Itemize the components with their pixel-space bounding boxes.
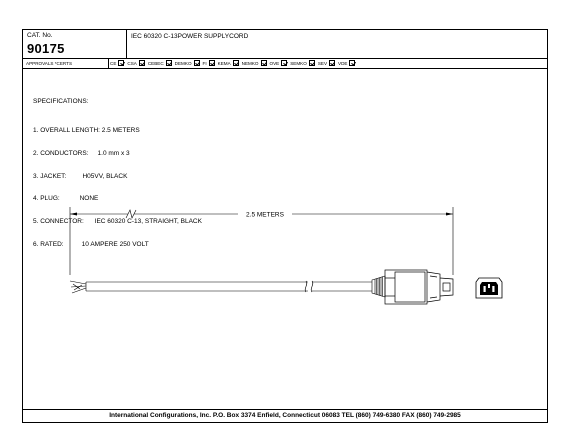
approval-checkbox[interactable] — [118, 60, 125, 66]
approval-checkbox[interactable] — [193, 60, 200, 66]
catalog-number: 90175 — [27, 41, 65, 56]
approval-vde: VDE — [338, 60, 356, 66]
company-footer: International Configurations, Inc. P.O. … — [23, 409, 547, 422]
approval-label: DEMKO — [174, 60, 192, 66]
dimension-line — [70, 209, 453, 219]
approval-nemko: NEMKO — [242, 60, 267, 66]
spec-line: 1. OVERALL LENGTH: 2.5 METERS — [33, 126, 140, 134]
catalog-cell: CAT. No. 90175 — [23, 30, 127, 58]
approval-checkbox[interactable] — [208, 60, 215, 66]
spec-line: 2. CONDUCTORS: 1.0 mm x 3 — [33, 149, 130, 157]
approval-label: SEMKO — [290, 60, 307, 66]
approval-cebec: CEBEC — [148, 60, 172, 66]
approval-label: SEV — [317, 60, 328, 66]
approval-ce: CE — [110, 60, 125, 66]
approval-checkbox[interactable] — [165, 60, 172, 66]
header-row: CAT. No. 90175 IEC 60320 C-13POWER SUPPL… — [23, 30, 547, 59]
c13-connector-front-view — [475, 277, 503, 299]
c13-connector-side-view — [384, 269, 454, 305]
approvals-label: APPROVALS *CERTS — [26, 60, 73, 66]
spec-sheet: CAT. No. 90175 IEC 60320 C-13POWER SUPPL… — [22, 29, 548, 423]
approval-kema: KEMA — [218, 60, 239, 66]
spec-line: 4. PLUG: NONE — [33, 195, 99, 203]
approval-label: CEBEC — [147, 60, 164, 66]
product-description: IEC 60320 C-13POWER SUPPLYCORD — [131, 33, 249, 40]
approval-label: CE — [110, 60, 117, 66]
approvals-divider — [108, 59, 109, 68]
approvals-row: APPROVALS *CERTS CE CSA CEBEC DEMKO FI KEMA NE… — [23, 59, 547, 69]
approval-label: FI — [202, 60, 207, 66]
approval-label: KEMA — [217, 60, 231, 66]
approval-checkbox[interactable] — [308, 60, 315, 66]
specifications: SPECIFICATIONS: 1. OVERALL LENGTH: 2.5 M… — [33, 83, 202, 264]
approval-label: CSA — [127, 60, 137, 66]
strain-relief — [371, 275, 386, 298]
approval-ove: OVE — [270, 60, 288, 66]
catalog-label: CAT. No. — [27, 32, 53, 39]
dimension-label: 2.5 METERS — [246, 212, 285, 219]
break-mark — [125, 209, 137, 219]
approval-label: OVE — [269, 60, 280, 66]
spec-line: 3. JACKET: H05VV, BLACK — [33, 172, 128, 180]
spec-line: 5. CONNECTOR: IEC 60320 C-13, STRAIGHT, … — [33, 218, 202, 226]
approval-checkbox[interactable] — [329, 60, 336, 66]
approval-checkbox[interactable] — [349, 60, 356, 66]
approval-label: NEMKO — [241, 60, 259, 66]
approval-checkbox[interactable] — [232, 60, 239, 66]
approval-label: VDE — [338, 60, 348, 66]
approval-checkbox[interactable] — [260, 60, 267, 66]
approval-checkbox[interactable] — [138, 60, 145, 66]
approvals-list: CE CSA CEBEC DEMKO FI KEMA NEMKO OVE SEMKO SEV VDE — [110, 60, 358, 66]
stripped-conductors — [69, 280, 87, 294]
approval-demko: DEMKO — [175, 60, 200, 66]
spec-line: 6. RATED: 10 AMPERE 250 VOLT — [33, 240, 149, 248]
specifications-title: SPECIFICATIONS: — [33, 98, 89, 106]
approval-checkbox[interactable] — [281, 60, 288, 66]
arrowhead-left — [70, 212, 77, 216]
approval-sev: SEV — [317, 60, 336, 66]
approval-csa: CSA — [127, 60, 145, 66]
approval-semko: SEMKO — [290, 60, 315, 66]
cord-jacket — [85, 280, 372, 293]
arrowhead-right — [446, 212, 453, 216]
approval-fi: FI — [203, 60, 215, 66]
